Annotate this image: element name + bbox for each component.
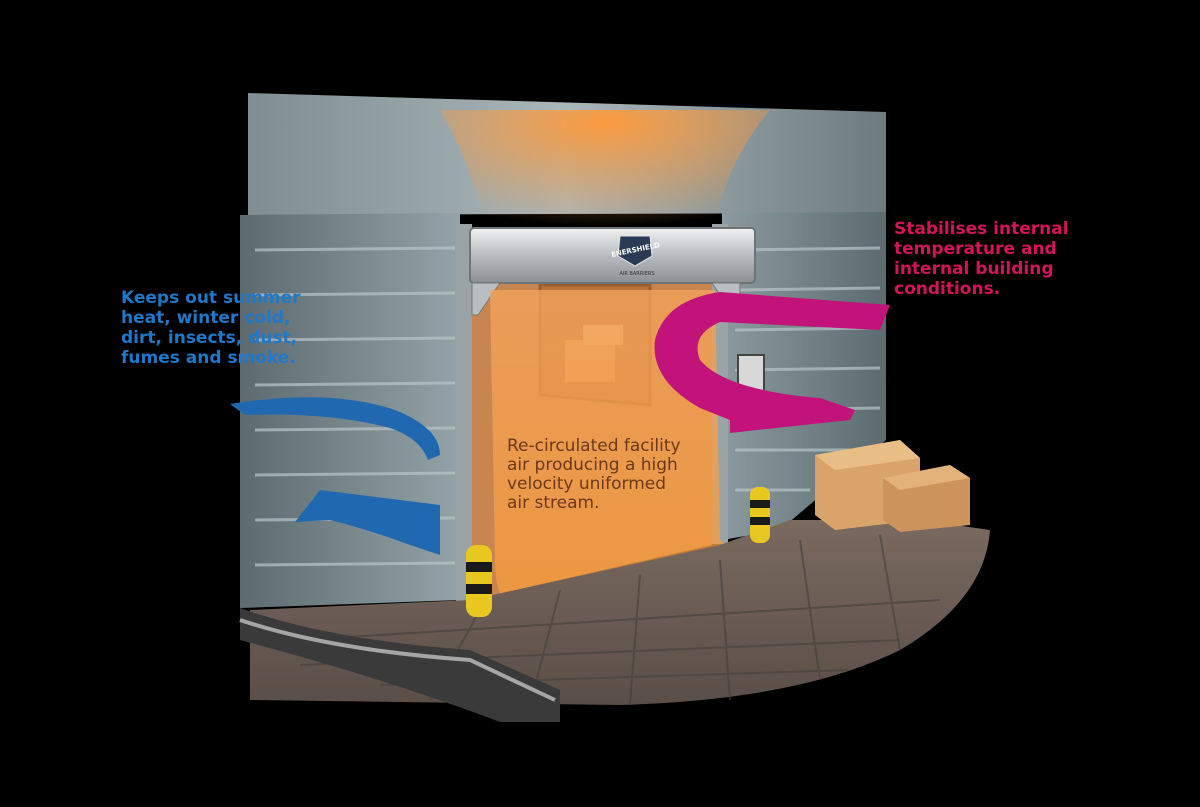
inside-air-arrow — [654, 292, 890, 433]
outside-air-caption: Keeps out summer heat, winter cold, dirt… — [121, 288, 301, 368]
air-stream-caption: Re-circulated facility air producing a h… — [507, 436, 681, 513]
bollard-left — [466, 545, 492, 617]
outside-air-arrow-lower — [295, 490, 440, 555]
unit-subtitle-text: AIR BARRIERS — [619, 271, 654, 277]
heat-glow — [440, 110, 770, 240]
bollard-right — [750, 487, 770, 543]
cardboard-boxes — [815, 440, 970, 532]
air-curtain-unit: ENERSHIELD AIR BARRIERS — [469, 227, 756, 284]
curb-top — [239, 618, 556, 702]
curb — [240, 608, 560, 722]
inside-air-caption: Stabilises internal temperature and inte… — [894, 219, 1069, 299]
floor-tiles — [299, 534, 941, 706]
outside-air-arrow-upper — [230, 397, 440, 460]
